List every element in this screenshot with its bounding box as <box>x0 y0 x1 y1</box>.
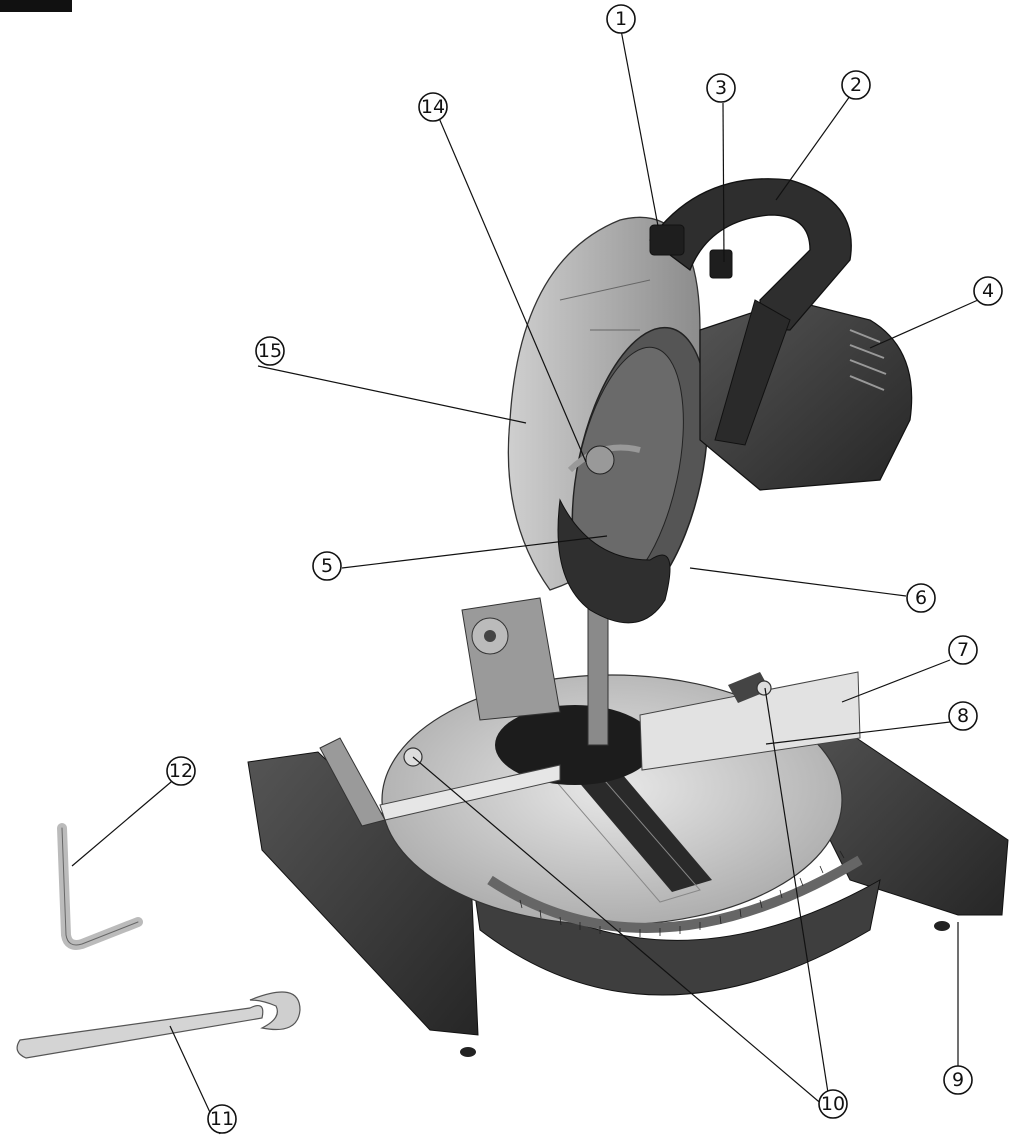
hex-key <box>62 828 138 945</box>
callout-1: 1 <box>607 5 635 33</box>
callout-10: 10 <box>819 1090 847 1118</box>
callout-number: 7 <box>957 639 969 661</box>
callout-12: 12 <box>167 757 195 785</box>
callout-number: 11 <box>210 1108 234 1130</box>
flange-wrench <box>17 992 300 1058</box>
callout-8: 8 <box>949 702 977 730</box>
callout-9: 9 <box>944 1066 972 1094</box>
table-bolt-right <box>757 681 771 695</box>
callout-number: 4 <box>982 280 994 302</box>
callout-number: 9 <box>952 1069 964 1091</box>
callout-4: 4 <box>974 277 1002 305</box>
blade-flange <box>586 446 614 474</box>
leader-lines <box>72 30 978 1134</box>
callout-3: 3 <box>707 74 735 102</box>
callout-number: 8 <box>957 705 969 727</box>
callout-number: 10 <box>821 1093 845 1115</box>
callout-number: 6 <box>915 587 927 609</box>
callout-15: 15 <box>256 337 284 365</box>
callout-number: 1 <box>615 8 627 30</box>
callout-number: 12 <box>169 760 193 782</box>
callout-2: 2 <box>842 71 870 99</box>
on-off-switch <box>710 250 732 278</box>
callout-number: 3 <box>715 77 727 99</box>
switch-lock <box>650 225 684 255</box>
callout-11: 11 <box>208 1105 236 1133</box>
callout-14: 14 <box>419 93 447 121</box>
callout-number: 14 <box>421 96 445 118</box>
callout-number: 15 <box>258 340 282 362</box>
callout-number: 5 <box>321 555 333 577</box>
callout-5: 5 <box>313 552 341 580</box>
callout-number: 2 <box>850 74 862 96</box>
callout-7: 7 <box>949 636 977 664</box>
callout-6: 6 <box>907 584 935 612</box>
